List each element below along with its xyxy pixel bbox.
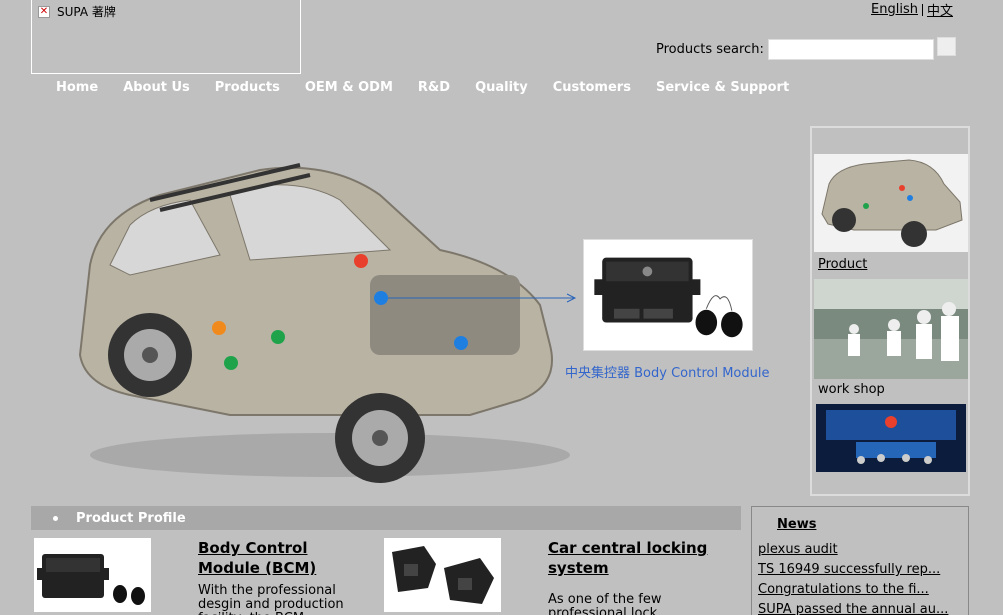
broken-image-icon: ✕ — [38, 5, 50, 18]
news-item[interactable]: Congratulations to the fi... — [758, 582, 929, 597]
nav-rnd[interactable]: R&D — [417, 80, 451, 95]
sidebar-workshop-image[interactable] — [814, 279, 968, 379]
sidebar-gallery: Product work shop — [810, 126, 970, 496]
nav-home[interactable]: Home — [56, 80, 99, 95]
hero-caption[interactable]: 中央集控器 Body Control Module — [565, 366, 770, 381]
product-profile-heading: Product Profile — [76, 510, 186, 526]
nav-about-us[interactable]: About Us — [123, 80, 190, 95]
sidebar-workshop-label: work shop — [818, 382, 885, 397]
sidebar-product-link[interactable]: Product — [818, 257, 868, 272]
body-control-module-image — [583, 239, 753, 351]
product-desc-locking: As one of the few professional lock actu… — [548, 593, 662, 615]
nav-service-support[interactable]: Service & Support — [655, 80, 790, 95]
main-nav: Home About Us Products OEM & ODM R&D Qua… — [56, 80, 814, 95]
sidebar-product-image[interactable] — [814, 154, 968, 252]
product-desc-bcm: With the professional desgin and product… — [198, 584, 344, 615]
nav-oem-odm[interactable]: OEM & ODM — [304, 80, 393, 95]
news-item[interactable]: TS 16949 successfully rep... — [758, 562, 941, 577]
logo-alt-text: SUPA 著牌 — [57, 5, 116, 19]
lang-english-link[interactable]: English — [871, 2, 918, 17]
nav-products[interactable]: Products — [214, 80, 280, 95]
news-item[interactable]: plexus audit — [758, 542, 838, 557]
language-switch: English 中文 — [871, 0, 953, 19]
lang-separator — [921, 3, 923, 16]
product-title-locking[interactable]: Car central locking system — [548, 539, 708, 577]
lang-chinese-link[interactable]: 中文 — [926, 4, 953, 19]
product-thumb-bcm[interactable] — [34, 538, 151, 612]
news-item[interactable]: SUPA passed the annual au... — [758, 602, 949, 615]
news-title[interactable]: News — [777, 517, 817, 532]
search-input[interactable] — [767, 39, 934, 60]
sidebar-event-image[interactable] — [816, 404, 966, 472]
product-profile-header: Product Profile — [31, 506, 741, 530]
search-button[interactable] — [936, 36, 956, 56]
news-list: plexus audit TS 16949 successfully rep..… — [758, 540, 948, 615]
logo-box: ✕ SUPA 著牌 — [31, 0, 301, 74]
nav-customers[interactable]: Customers — [552, 80, 631, 95]
hero-car-image — [78, 163, 577, 483]
product-search: Products search: — [656, 36, 956, 60]
news-panel: News plexus audit TS 16949 successfully … — [751, 506, 969, 615]
product-title-bcm[interactable]: Body Control Module (BCM) — [198, 539, 317, 577]
bullet-icon — [53, 515, 58, 521]
search-label: Products search: — [656, 42, 764, 57]
logo-image[interactable]: ✕ SUPA 著牌 — [38, 3, 116, 20]
product-thumb-locking[interactable] — [384, 538, 501, 612]
nav-quality[interactable]: Quality — [475, 80, 528, 95]
